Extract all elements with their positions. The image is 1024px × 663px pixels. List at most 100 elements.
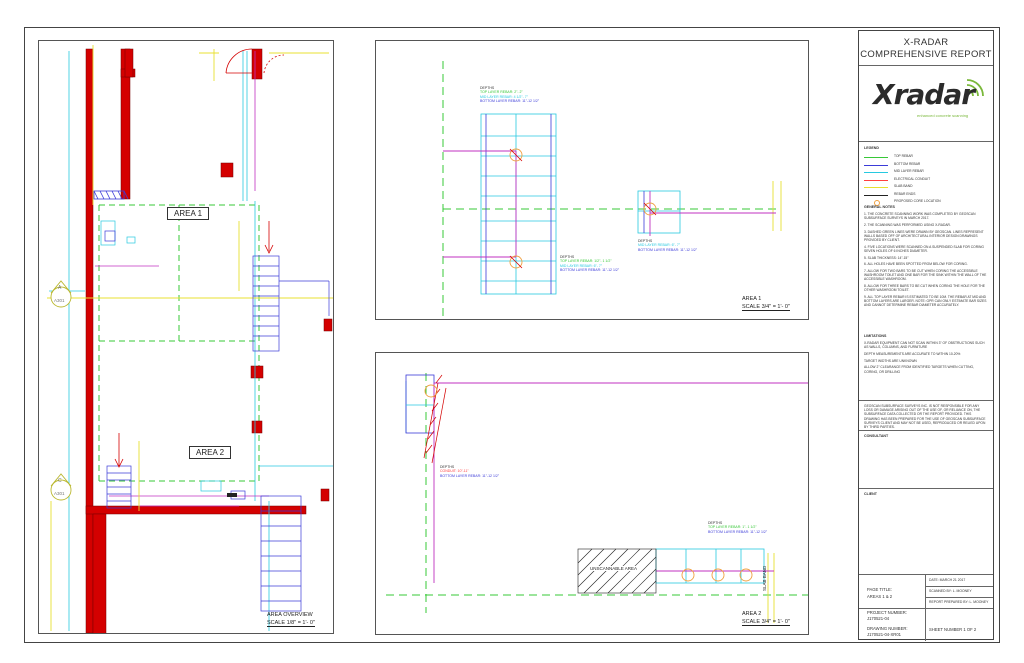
project-number-label: PROJECT NUMBER: bbox=[867, 610, 907, 615]
depth-bottom: BOTTOM LAYER REBAR: 11"-12 1/2" bbox=[708, 529, 768, 534]
report-title: X-RADAR COMPREHENSIVE REPORT bbox=[859, 37, 993, 61]
legend-label: BOTTOM REBAR bbox=[894, 161, 921, 166]
consultant-label: CONSULTANT bbox=[864, 434, 889, 438]
report-title-line-1: X-RADAR bbox=[903, 37, 949, 48]
area-1-detail-panel: DEPTHS TOP LAYER REBAR: 2"- 2" MID LAYER… bbox=[375, 40, 809, 320]
page-title-value: AREAS 1 & 2 bbox=[867, 594, 893, 599]
limitation-item: DEPTH MEASUREMENTS ARE ACCURATE TO WITHI… bbox=[864, 351, 961, 356]
legend-item: REBAR ENDS bbox=[864, 192, 990, 200]
area-2-depths-2: DEPTHS TOP LAYER REBAR: 1"- 1 1/2" BOTTO… bbox=[708, 521, 767, 534]
general-note: 7. ALLOW FOR TWO BARS TO BE CUT WHEN COR… bbox=[864, 269, 987, 282]
depths-title: DEPTHS bbox=[480, 86, 495, 90]
area-1-label: AREA 1 bbox=[167, 207, 210, 220]
prepared-by: REPORT PREPARED BY: L. MOONEY bbox=[929, 600, 989, 604]
legend-swatch bbox=[864, 194, 888, 196]
area-1-depths-2: DEPTHS TOP LAYER REBAR: 1/2"- 1 1/2" MID… bbox=[560, 255, 619, 272]
legend-item: ELECTRICAL CONDUIT bbox=[864, 177, 990, 185]
marker-a-letter: A bbox=[58, 285, 62, 291]
report-title-line-2: COMPREHENSIVE REPORT bbox=[860, 49, 992, 60]
overview-plan-drawing bbox=[47, 45, 333, 633]
slab-band-label: SLAB BAND bbox=[762, 565, 767, 591]
drawing-number-label: DRAWING NUMBER: bbox=[867, 626, 908, 631]
legend-item: TOP REBAR bbox=[864, 154, 990, 162]
depth-mid: MID LAYER REBAR: 6"- 7" bbox=[638, 243, 681, 248]
depth-bottom: BOTTOM LAYER REBAR: 11"-12 1/2" bbox=[560, 267, 620, 272]
limitations-header: LIMITATIONS bbox=[864, 334, 887, 338]
legend-swatch bbox=[864, 179, 888, 181]
depth-bottom: BOTTOM LAYER REBAR: 11"-12 1/2" bbox=[638, 247, 698, 252]
legend-label: REBAR ENDS bbox=[894, 191, 916, 196]
marker-a-ref: A301 bbox=[54, 298, 65, 303]
area-2-detail-drawing bbox=[386, 373, 808, 623]
limitation-item: TARGET WIDTHS ARE UNKNOWN bbox=[864, 358, 917, 363]
marker-c-ref: A301 bbox=[54, 491, 65, 496]
legend-swatch bbox=[874, 200, 880, 206]
title-block: X-RADAR COMPREHENSIVE REPORT Xradar enha… bbox=[858, 30, 994, 641]
unscannable-area-label: UNSCANNABLE AREA bbox=[589, 566, 639, 571]
depths-title: DEPTHS bbox=[638, 239, 653, 243]
area-1-depths-3: DEPTHS MID LAYER REBAR: 6"- 7" BOTTOM LA… bbox=[638, 239, 697, 252]
general-note: 1. THE CONCRETE SCANNING WORK WAS COMPLE… bbox=[864, 212, 976, 221]
marker-c-letter: C bbox=[58, 478, 62, 484]
logo-wifi-icon bbox=[966, 79, 984, 97]
legend-label: TOP REBAR bbox=[894, 154, 913, 158]
area-1-detail-drawing bbox=[442, 61, 782, 319]
legend-item: MID LAYER REBAR bbox=[864, 169, 990, 177]
depth-conduit: CONDUIT: 10"-11" bbox=[440, 469, 469, 474]
notes-list: 1. THE CONCRETE SCANNING WORK WAS COMPLE… bbox=[864, 212, 988, 310]
area-2-depths-1: DEPTHS CONDUIT: 10"-11" BOTTOM LAYER REB… bbox=[440, 465, 499, 478]
legend-header: LEGEND bbox=[864, 146, 879, 150]
depth-top: TOP LAYER REBAR: 1/2"- 1 1/2" bbox=[560, 259, 612, 264]
client-label: CLIENT bbox=[864, 492, 877, 496]
general-note: 8. ALLOW FOR THREE BARS TO BE CUT WHEN C… bbox=[864, 284, 985, 293]
area-overview-panel: AREA 1 AREA 2 A A301 C A301 AREA OVERVIE… bbox=[38, 40, 334, 634]
depth-top: TOP LAYER REBAR: 1"- 1 1/2" bbox=[708, 525, 757, 530]
legend-swatch bbox=[864, 172, 888, 173]
depth-mid: MID LAYER REBAR: 4 1/2"- 7" bbox=[480, 94, 528, 99]
legend-label: PROPOSED CORE LOCATION bbox=[894, 199, 941, 203]
area-2-caption: AREA 2 bbox=[742, 611, 762, 617]
limitations-list: X-RADAR EQUIPMENT CAN NOT SCAN WITHIN 3"… bbox=[864, 341, 988, 376]
client-section: CLIENT bbox=[859, 488, 993, 552]
general-note: 3. DASHED GREEN LINES WERE DRAWN BY GEOS… bbox=[864, 229, 984, 243]
area-1-scale: SCALE 3/4" = 1'- 0" bbox=[742, 304, 790, 311]
legend-item: PROPOSED CORE LOCATION bbox=[864, 199, 990, 207]
overview-scale: SCALE 1/8" = 1'- 0" bbox=[267, 620, 315, 627]
drawing-sheet bbox=[24, 27, 1000, 643]
depths-title: DEPTHS bbox=[560, 255, 575, 259]
area-2-detail-panel: DEPTHS CONDUIT: 10"-11" BOTTOM LAYER REB… bbox=[375, 352, 809, 635]
general-note: 6. ALL HOLES HAVE BEEN SPOTTED FROM BELO… bbox=[864, 262, 968, 267]
notes-header: GENERAL NOTES bbox=[864, 205, 895, 209]
scanned-by: SCANNED BY: L. MOONEY bbox=[929, 589, 972, 593]
depth-bottom: BOTTOM LAYER REBAR: 11"-12 1/2" bbox=[440, 473, 500, 478]
consultant-section: CONSULTANT bbox=[859, 430, 993, 488]
general-note: 5. SLAB THICKNESS: 14"-15" bbox=[864, 255, 909, 260]
logo-text: Xradar bbox=[873, 78, 975, 111]
area-1-depths-1: DEPTHS TOP LAYER REBAR: 2"- 2" MID LAYER… bbox=[480, 86, 539, 103]
notes-section: GENERAL NOTES 1. THE CONCRETE SCANNING W… bbox=[859, 201, 993, 401]
sheet-number: SHEET NUMBER 1 OF 2 bbox=[929, 627, 977, 632]
legend-swatch bbox=[864, 187, 888, 188]
disclaimer-section: GEOSCAN SUBSURFACE SURVEYS INC. IS NOT R… bbox=[859, 400, 993, 430]
limitation-item: ALLOW 2" CLEARANCE FROM IDENTIFIED TARGE… bbox=[864, 365, 975, 374]
logo-tagline: enhanced concrete scanning bbox=[917, 113, 969, 118]
legend-swatch bbox=[864, 164, 888, 166]
project-info-section: PAGE TITLE: AREAS 1 & 2 DATE: MARCH 21 2… bbox=[859, 574, 993, 641]
legend-label: SLAB BAND bbox=[894, 184, 913, 188]
area-2-scale: SCALE 3/4" = 1'- 0" bbox=[742, 619, 790, 626]
legend-item: SLAB BAND bbox=[864, 184, 990, 192]
limitation-item: X-RADAR EQUIPMENT CAN NOT SCAN WITHIN 3"… bbox=[864, 341, 985, 350]
overview-caption: AREA OVERVIEW bbox=[267, 612, 313, 618]
general-note: 9. ALL TOP LAYER REBAR IS ESTIMATED TO B… bbox=[864, 295, 987, 308]
depth-top: TOP LAYER REBAR: 2"- 2" bbox=[480, 90, 523, 95]
logo-section: Xradar enhanced concrete scanning bbox=[859, 65, 993, 141]
depths-title: DEPTHS bbox=[440, 465, 455, 469]
project-number: J170521-04 bbox=[867, 616, 890, 621]
depth-mid: MID LAYER REBAR: 6"- 7" bbox=[560, 263, 603, 268]
general-note: 4. FIVE LOCATIONS WERE SCANNED ON A SUSP… bbox=[864, 244, 984, 253]
legend-item: BOTTOM REBAR bbox=[864, 162, 990, 170]
disclaimer-text: GEOSCAN SUBSURFACE SURVEYS INC. IS NOT R… bbox=[864, 404, 986, 430]
area-2-label: AREA 2 bbox=[189, 446, 232, 459]
legend-label: MID LAYER REBAR bbox=[894, 169, 924, 173]
general-note: 2. THE SCANNING WAS PERFORMED USING X-RA… bbox=[864, 222, 951, 227]
